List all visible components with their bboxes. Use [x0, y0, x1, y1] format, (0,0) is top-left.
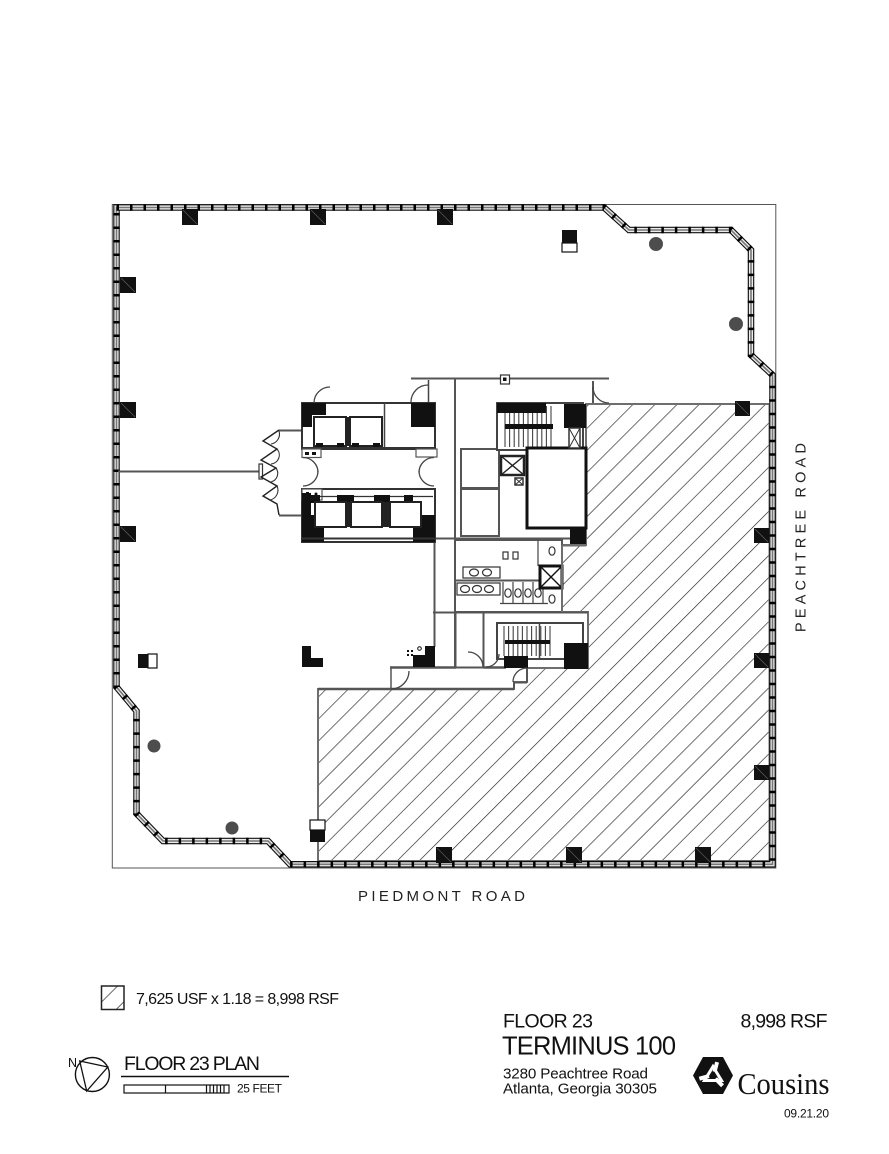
- svg-text:PIEDMONT ROAD: PIEDMONT ROAD: [358, 888, 530, 905]
- svg-text:FLOOR 23: FLOOR 23: [503, 1011, 593, 1033]
- svg-text:8,998 RSF: 8,998 RSF: [741, 1011, 828, 1033]
- svg-text:3280 Peachtree Road: 3280 Peachtree Road: [503, 1066, 648, 1083]
- svg-text:PEACHTREE ROAD: PEACHTREE ROAD: [794, 438, 810, 632]
- svg-text:25 FEET: 25 FEET: [237, 1082, 283, 1096]
- svg-text:09.21.20: 09.21.20: [784, 1107, 829, 1121]
- svg-text:TERMINUS 100: TERMINUS 100: [502, 1033, 676, 1061]
- svg-text:FLOOR 23 PLAN: FLOOR 23 PLAN: [124, 1053, 260, 1075]
- svg-text:Cousins: Cousins: [738, 1066, 830, 1101]
- svg-text:N: N: [68, 1056, 77, 1070]
- svg-text:Atlanta, Georgia 30305: Atlanta, Georgia 30305: [503, 1081, 657, 1098]
- svg-text:7,625 USF x 1.18 = 8,998 RSF: 7,625 USF x 1.18 = 8,998 RSF: [136, 991, 339, 1008]
